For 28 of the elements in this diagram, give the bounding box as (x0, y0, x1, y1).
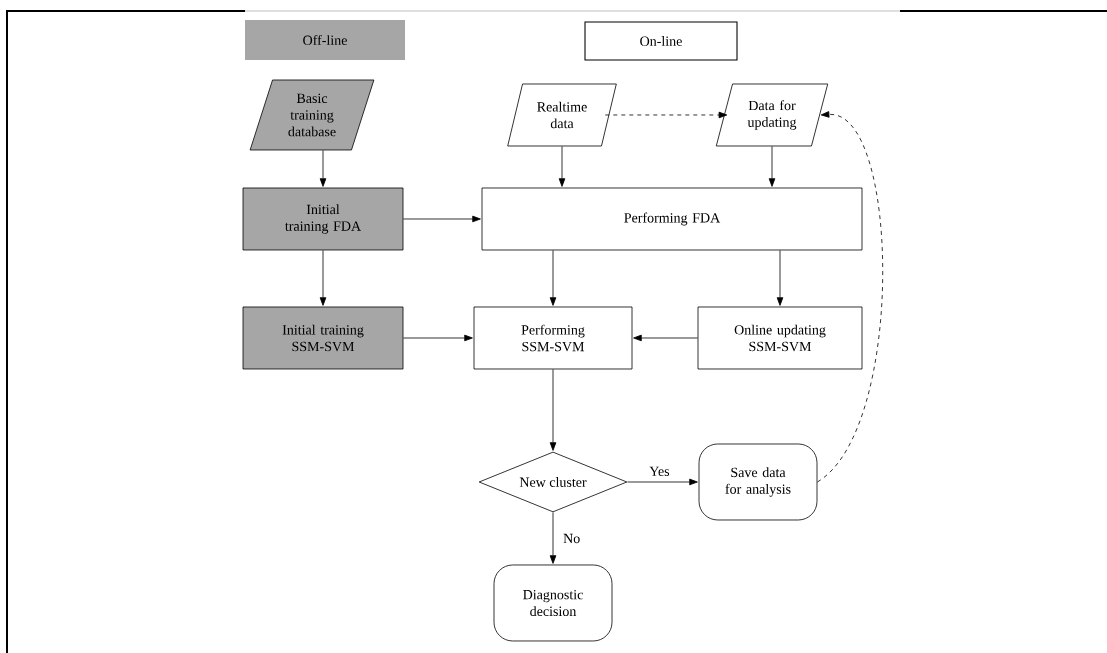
arrow (627, 478, 698, 486)
arrow (403, 334, 473, 342)
arrow (319, 150, 327, 187)
edge-label: Yes (649, 466, 670, 476)
data-parallelogram: Data for updating (715, 83, 829, 147)
arrow (776, 250, 784, 306)
arrow (768, 146, 776, 187)
arrow (817, 111, 884, 483)
arrow (403, 215, 481, 223)
terminal-box: Diagnostic decision (493, 564, 613, 642)
edge-label: No (563, 533, 580, 544)
process-box: Performing SSM-SVM (473, 306, 633, 370)
arrow (558, 146, 566, 187)
data-parallelogram: Realtime data (507, 83, 617, 147)
arrow (549, 369, 557, 451)
terminal-box: Save data for analysis (698, 443, 818, 521)
arrow (633, 334, 698, 342)
arrow (604, 111, 728, 119)
arrow (549, 512, 557, 564)
process-box: Online updating SSM-SVM (697, 306, 863, 370)
arrow (549, 250, 557, 306)
process-box: Initial training SSM-SVM (242, 306, 404, 370)
legend-key: Off-line (245, 20, 405, 60)
process-box: Initial training FDA (242, 187, 404, 251)
arrow (319, 250, 327, 306)
data-parallelogram: Basic training database (249, 79, 375, 151)
process-box: Performing FDA (481, 187, 863, 251)
legend-key: On-line (584, 21, 738, 61)
